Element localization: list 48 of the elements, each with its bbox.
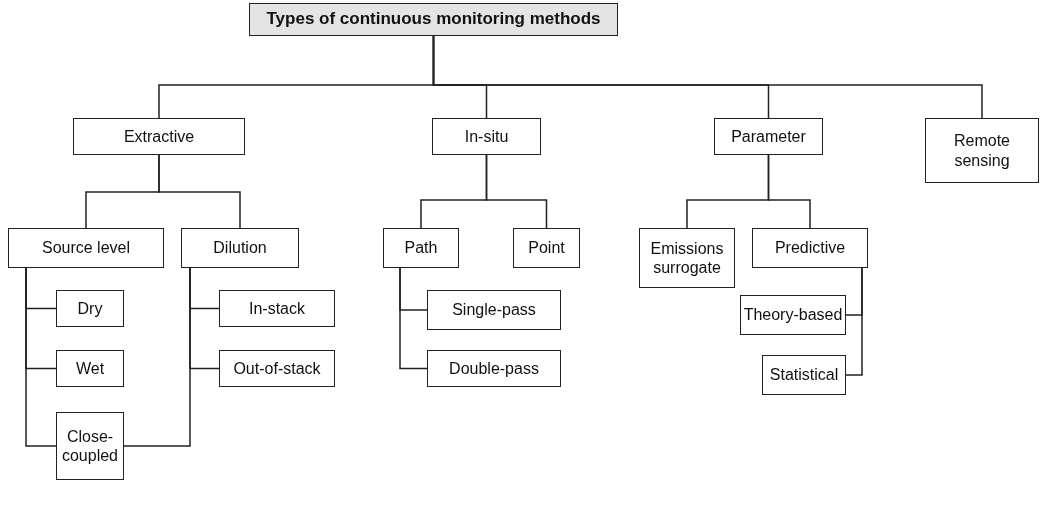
category-box	[56, 412, 124, 480]
category-box	[432, 118, 541, 155]
category-box	[762, 355, 846, 395]
node-label: Emissions surrogate	[649, 238, 725, 278]
node-label: Double-pass	[449, 358, 539, 379]
connector-line	[25, 267, 57, 447]
title-box	[249, 3, 618, 36]
node-label: Predictive	[774, 238, 846, 258]
category-box	[513, 228, 580, 268]
connector-line	[767, 154, 811, 229]
node-label: Wet	[75, 358, 105, 379]
node-label: Remote sensing	[953, 131, 1011, 170]
node-label: Close-coupled	[60, 426, 119, 466]
node-label: Dry	[77, 298, 103, 319]
node-label: In-situ	[464, 126, 509, 147]
connector-line	[158, 154, 241, 229]
connector-line	[845, 267, 863, 376]
connector-line	[123, 267, 191, 447]
category-box	[427, 290, 561, 330]
node-label: Source level	[41, 238, 130, 258]
node-label: Dilution	[213, 238, 267, 258]
node-label: Parameter	[731, 126, 806, 147]
node-label: Point	[528, 238, 565, 258]
category-box	[181, 228, 299, 268]
node-label: Statistical	[769, 365, 839, 385]
category-box	[219, 290, 335, 327]
node-label: Path	[404, 238, 438, 258]
category-box	[752, 228, 868, 268]
connector-line	[432, 35, 983, 119]
node-label: Out-of-stack	[233, 358, 321, 379]
node-label: Types of continuous monitoring methods	[266, 9, 601, 30]
node-label: Single-pass	[452, 300, 536, 320]
category-box	[925, 118, 1039, 183]
category-box	[56, 350, 124, 387]
node-label: In-stack	[249, 298, 305, 319]
category-box	[740, 295, 846, 335]
category-box	[8, 228, 164, 268]
category-box	[714, 118, 823, 155]
node-label: Extractive	[123, 126, 195, 147]
category-box	[56, 290, 124, 327]
category-box	[73, 118, 245, 155]
category-box	[427, 350, 561, 387]
category-box	[383, 228, 459, 268]
node-label: Theory-based	[743, 305, 843, 325]
category-box	[639, 228, 735, 288]
connector-line	[399, 267, 428, 370]
connector-line	[485, 154, 548, 229]
category-box	[219, 350, 335, 387]
